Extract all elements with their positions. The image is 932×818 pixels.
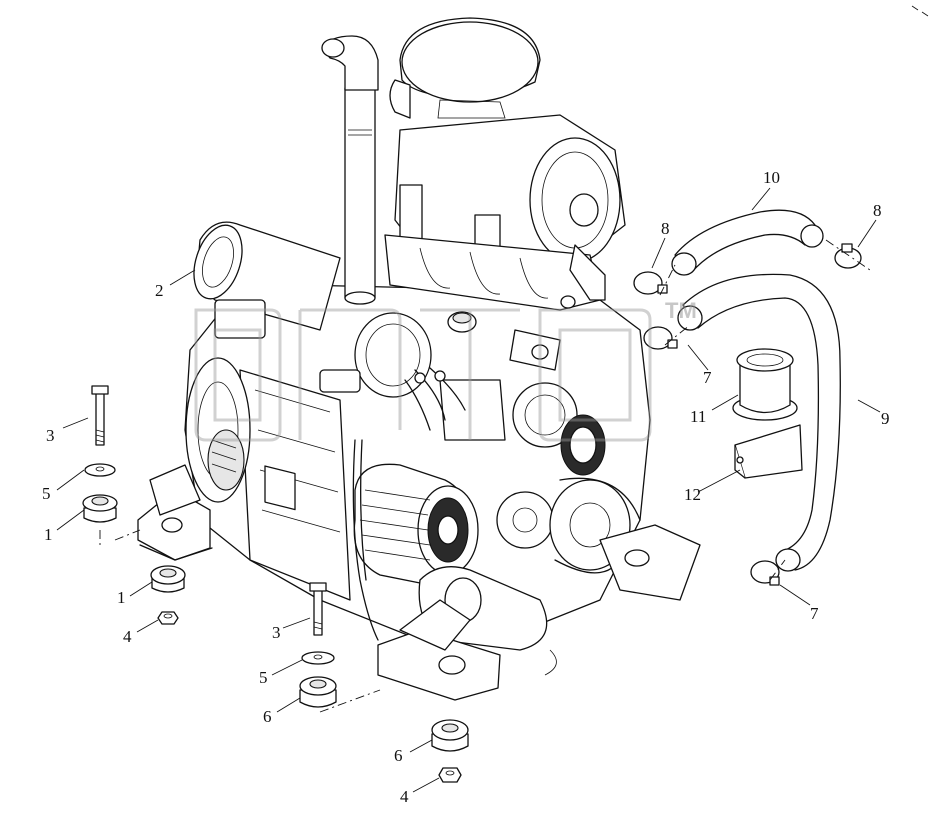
callout-8: 8 xyxy=(661,219,670,238)
watermark-tm: TM xyxy=(665,298,697,323)
corner-mark xyxy=(911,5,929,17)
callout-11: 11 xyxy=(690,407,706,426)
callout-1: 1 xyxy=(117,588,126,607)
alternator xyxy=(353,463,479,586)
bracket-12 xyxy=(734,424,803,479)
clamp-7a xyxy=(643,326,678,350)
left-mount-bracket xyxy=(137,464,213,561)
callout-1: 1 xyxy=(44,525,53,544)
callout-5: 5 xyxy=(42,484,51,503)
engine-assembly xyxy=(137,17,701,701)
callout-7: 7 xyxy=(703,368,712,387)
mount-hardware-front xyxy=(299,582,469,783)
callout-4: 4 xyxy=(123,627,132,646)
callout-4: 4 xyxy=(400,787,409,806)
callout-9: 9 xyxy=(881,409,890,428)
callout-8: 8 xyxy=(873,201,882,220)
callouts: 10 8 8 2 7 11 9 3 5 1 12 1 4 7 3 5 6 6 4 xyxy=(42,168,890,806)
front-mount-bracket xyxy=(377,599,557,701)
watermark: TM xyxy=(194,298,697,442)
exhaust-stack xyxy=(321,35,379,305)
muffler xyxy=(193,221,341,339)
callout-10: 10 xyxy=(763,168,780,187)
hoses-and-clamps xyxy=(633,209,871,586)
callout-7: 7 xyxy=(810,604,819,623)
callout-5: 5 xyxy=(259,668,268,687)
mount-hardware-left xyxy=(82,385,186,625)
callout-3: 3 xyxy=(272,623,281,642)
hose-10 xyxy=(671,209,824,276)
hose-9 xyxy=(677,273,841,572)
callout-2: 2 xyxy=(155,281,164,300)
callout-12: 12 xyxy=(684,485,701,504)
callout-3: 3 xyxy=(46,426,55,445)
callout-6: 6 xyxy=(394,746,403,765)
spacer-11 xyxy=(732,348,798,421)
air-cleaner xyxy=(389,17,626,266)
clamp-8b xyxy=(834,243,862,269)
leader-lines xyxy=(56,187,881,793)
callout-6: 6 xyxy=(263,707,272,726)
